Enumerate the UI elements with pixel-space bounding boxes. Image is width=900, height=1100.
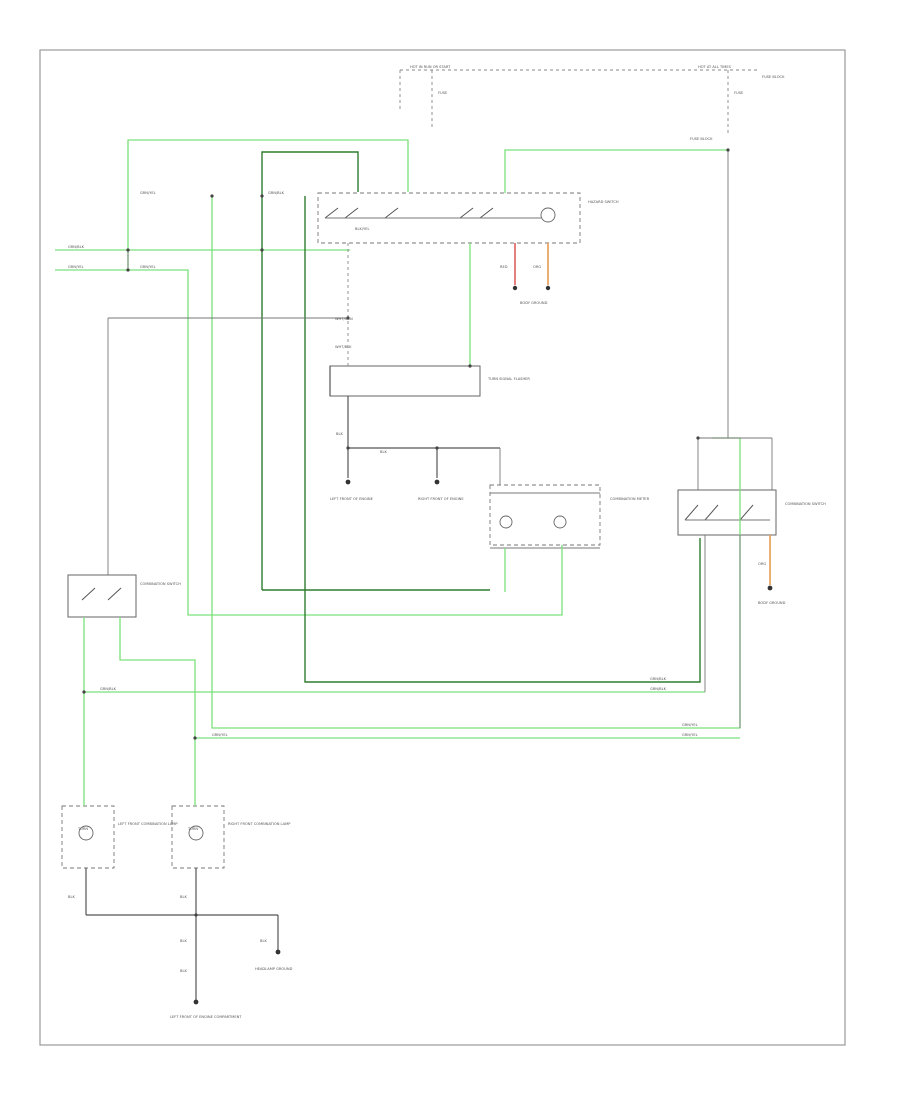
ground-right-front xyxy=(434,479,440,485)
ground-right-label: RIGHT FRONT OF ENGINE xyxy=(418,497,464,501)
gray-wiring xyxy=(107,150,773,728)
right-body-ground xyxy=(767,585,773,591)
hazard-switch: HAZARD SWITCH xyxy=(317,192,619,244)
wire-label-22: ORG xyxy=(533,265,541,269)
wire-color-labels: GRN/BLK GRN/YEL GRN/YEL GRN/BLK GRN/YEL … xyxy=(68,191,766,973)
turn-signal-flasher: TURN SIGNAL FLASHER xyxy=(329,365,530,397)
wire-label-14: BLK xyxy=(68,895,75,899)
wire-label-26: BLK/YEL xyxy=(355,227,370,231)
wire-label-7: GRN/YEL xyxy=(212,733,228,737)
hazard-ground-left xyxy=(512,285,518,291)
wire-label-13: BLK xyxy=(380,450,387,454)
wire-label-8: GRN/BLK xyxy=(650,677,667,681)
headlamp-ground-label: HEADLAMP GROUND xyxy=(255,967,293,971)
wire-label-16: BLK xyxy=(180,939,187,943)
front-ground xyxy=(193,999,199,1005)
combination-meter: COMBINATION METER xyxy=(489,484,650,549)
turn-signal-flasher-label: TURN SIGNAL FLASHER xyxy=(487,377,530,381)
wire-label-10: GRN/YEL xyxy=(682,723,698,727)
fuse-block-label: FUSE BLOCK xyxy=(762,75,785,79)
center-grounds: LEFT FRONT OF ENGINE RIGHT FRONT OF ENGI… xyxy=(330,396,500,501)
right-combination-switch-label: COMBINATION SWITCH xyxy=(785,502,826,506)
green-wiring xyxy=(55,139,741,806)
bottom-grounds: LEFT FRONT OF ENGINE COMPARTMENT HEADLAM… xyxy=(85,868,293,1019)
wire-label-25: TURN xyxy=(187,827,198,831)
wire-label-11: GRN/YEL xyxy=(682,733,698,737)
wire-label-2: GRN/YEL xyxy=(68,265,84,269)
front-combination-lamps: LEFT FRONT COMBINATION LAMP RIGHT FRONT … xyxy=(61,805,291,869)
left-front-turn-bulb xyxy=(78,825,94,841)
hazard-ground-label: BODY GROUND xyxy=(520,301,548,305)
hazard-switch-label: HAZARD SWITCH xyxy=(588,200,619,204)
right-front-lamp-label: RIGHT FRONT COMBINATION LAMP xyxy=(228,822,291,826)
wire-label-12: BLK xyxy=(336,432,343,436)
wire-label-4: GRN/BLK xyxy=(268,191,285,195)
wire-label-19: WHT/GRN xyxy=(335,317,353,321)
right-turn-indicator-bulb xyxy=(553,515,567,529)
wire-label-21: RED xyxy=(500,265,508,269)
body-ground-label: BODY GROUND xyxy=(758,601,786,605)
left-combination-switch: COMBINATION SWITCH xyxy=(67,574,181,618)
ground-left-front xyxy=(345,479,351,485)
wire-label-5: GRN/YEL xyxy=(140,265,156,269)
wire-label-24: TURN xyxy=(77,827,88,831)
wire-label-1: GRN/BLK xyxy=(68,245,85,249)
fuse-block-label-2: FUSE BLOCK xyxy=(690,137,713,141)
diagram-frame xyxy=(39,49,846,1046)
right-front-turn-bulb xyxy=(188,825,204,841)
wire-label-20: WHT/BLK xyxy=(335,345,352,349)
wire-label-23: ORG xyxy=(758,562,766,566)
fuse-hazard-label: FUSE xyxy=(734,91,744,95)
left-combination-switch-label: COMBINATION SWITCH xyxy=(140,582,181,586)
hot-run-start-label: HOT IN RUN OR START xyxy=(410,65,451,69)
wire-label-9: GRN/BLK xyxy=(650,687,667,691)
dark-green-wiring xyxy=(261,151,701,683)
front-ground-label: LEFT FRONT OF ENGINE COMPARTMENT xyxy=(170,1015,242,1019)
combination-meter-label: COMBINATION METER xyxy=(610,497,650,501)
hot-all-times-label: HOT AT ALL TIMES xyxy=(698,65,732,69)
junctions xyxy=(82,148,730,917)
left-turn-indicator-bulb xyxy=(499,515,513,529)
wire-label-17: BLK xyxy=(260,939,267,943)
wire-label-15: BLK xyxy=(180,895,187,899)
fuse-turn-label: FUSE xyxy=(438,91,448,95)
headlamp-ground xyxy=(275,949,281,955)
right-combination-switch: COMBINATION SWITCH BODY GROUND xyxy=(677,489,826,605)
left-front-lamp-label: LEFT FRONT COMBINATION LAMP xyxy=(118,822,178,826)
wire-label-3: GRN/YEL xyxy=(140,191,156,195)
wire-label-18: BLK xyxy=(180,969,187,973)
hazard-indicator-bulb xyxy=(540,207,556,223)
hazard-lamp-leads: BODY GROUND xyxy=(512,243,771,585)
hazard-ground-right xyxy=(545,285,551,291)
ground-left-label: LEFT FRONT OF ENGINE xyxy=(330,497,374,501)
power-feed-section: HOT IN RUN OR START HOT AT ALL TIMES FUS… xyxy=(399,65,785,141)
wire-label-6: GRN/BLK xyxy=(100,687,117,691)
